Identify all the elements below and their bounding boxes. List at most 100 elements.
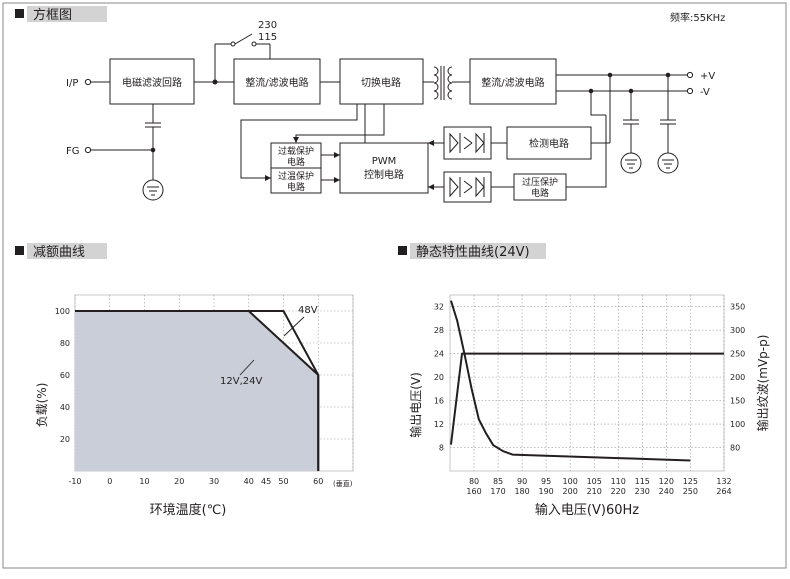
static-left-tick: 12 [434,420,444,429]
static-x-tick-bottom: 230 [635,487,650,496]
static-right-tick: 200 [730,373,745,382]
arrow-icon [334,152,340,158]
static-right-tick: 250 [730,350,745,359]
switch-115-label: 115 [258,32,277,43]
switching-block: 切换电路 [361,76,401,89]
static-right-tick: 150 [730,397,745,406]
derating-48v-leader [283,316,305,337]
page-frame [2,2,787,569]
derating-y-tick: 100 [55,307,70,316]
static-x-tick-bottom: 160 [466,487,481,496]
static-left-tick: 20 [434,373,444,382]
block-diagram-title: 方框图 [33,7,72,23]
derating-x-tick: 45 [261,477,271,486]
fg-label: FG [66,146,80,157]
static-x-tick-top: 125 [683,477,698,486]
derating-unit-note: (垂直) [333,479,353,488]
output-voltage-line [449,352,724,445]
static-right-ticks: 80 100 150 200 250 300 350 [730,303,745,453]
derating-12v24v-leader [239,359,255,376]
derating-y-tick: 40 [60,403,70,412]
static-left-axis-label: 输出电压(V) [408,372,423,438]
block-diagram [84,33,694,203]
derating-x-tick: 0 [107,477,112,486]
static-x-tick-top: 110 [611,477,626,486]
static-x-tick-bottom: 240 [659,487,674,496]
static-right-tick: 80 [730,444,740,453]
section-bullet-icon [15,9,24,18]
static-x-tick-bottom: 180 [514,487,529,496]
arrow-icon [265,175,271,181]
derating-y-ticks: 20 40 60 80 100 [55,307,70,444]
derating-area [75,311,319,471]
input-rectifier-block: 整流/滤波电路 [245,76,308,89]
derating-y-axis-label: 负载(%) [35,383,49,428]
derating-x-tick: 20 [174,477,184,486]
static-title: 静态特性曲线(24V) [416,245,530,260]
negative-output-label: -V [700,87,710,98]
static-x-tick-bottom: 250 [683,487,698,496]
static-x-tick-top: 105 [587,477,602,486]
overtemp-block-line2: 电路 [287,181,305,193]
arrow-icon [334,177,340,183]
static-left-tick: 28 [434,326,444,335]
derating-x-tick: 40 [244,477,254,486]
static-series [449,300,724,462]
static-left-tick: 16 [434,397,444,406]
derating-x-tick: 10 [139,477,149,486]
arrow-icon [428,140,434,146]
static-x-tick-bottom: 200 [563,487,578,496]
static-x-tick-bottom: 210 [587,487,602,496]
derating-x-tick: 50 [278,477,288,486]
derating-series [75,310,320,471]
arrow-icon [293,137,299,143]
arrowheads [265,137,434,190]
section-bullet-icon [398,246,407,255]
static-left-tick: 24 [434,350,444,359]
static-x-axis-label: 输入电压(V)60Hz [535,502,639,518]
static-plot-frame [449,294,725,472]
derating-y-tick: 60 [60,371,70,380]
emi-filter-block: 电磁滤波回路 [122,76,182,89]
static-x-tick-top: 115 [635,477,650,486]
derating-y-tick: 80 [60,339,70,348]
static-x-tick-bottom: 190 [538,487,553,496]
overtemp-block: 过温保护 [278,170,314,182]
static-x-tick-bottom: 220 [611,487,626,496]
static-x-tick-top: 85 [493,477,503,486]
overload-block-line2: 电路 [287,156,305,168]
static-x-tick-bottom: 170 [490,487,505,496]
static-right-tick: 350 [730,303,745,312]
static-left-tick: 8 [439,444,444,453]
static-x-tick-bottom: 264 [716,487,731,496]
derating-y-tick: 20 [60,435,70,444]
static-x-tick-top: 100 [563,477,578,486]
section-bullet-icon [15,246,24,255]
output-ripple-line [450,300,691,462]
positive-output-label: +V [700,71,715,82]
section-header-bar [27,6,107,22]
detection-block: 检测电路 [529,137,569,150]
frequency-label: 频率:55KHz [670,11,725,24]
static-right-tick: 100 [730,420,745,429]
static-right-tick: 300 [730,326,745,335]
derating-area-fill [75,311,319,471]
derating-12v24v-label: 12V,24V [220,376,262,387]
derating-x-tick: 30 [209,477,219,486]
pwm-block: PWM [372,156,397,167]
static-x-tick-top: 132 [716,477,731,486]
static-right-axis-label: 输出纹波(mVp-p) [755,335,770,432]
derating-title: 减额曲线 [33,245,85,260]
section-header-bar [410,243,546,259]
pwm-block-line2: 控制电路 [364,168,404,181]
arrow-icon [428,184,434,190]
section-header-bar [27,243,107,259]
static-x-tick-top: 90 [517,477,527,486]
switch-230-label: 230 [258,20,277,31]
overload-block: 过载保护 [278,145,314,157]
static-x-ticks: 8016085170901809519010020010521011022011… [466,477,731,496]
